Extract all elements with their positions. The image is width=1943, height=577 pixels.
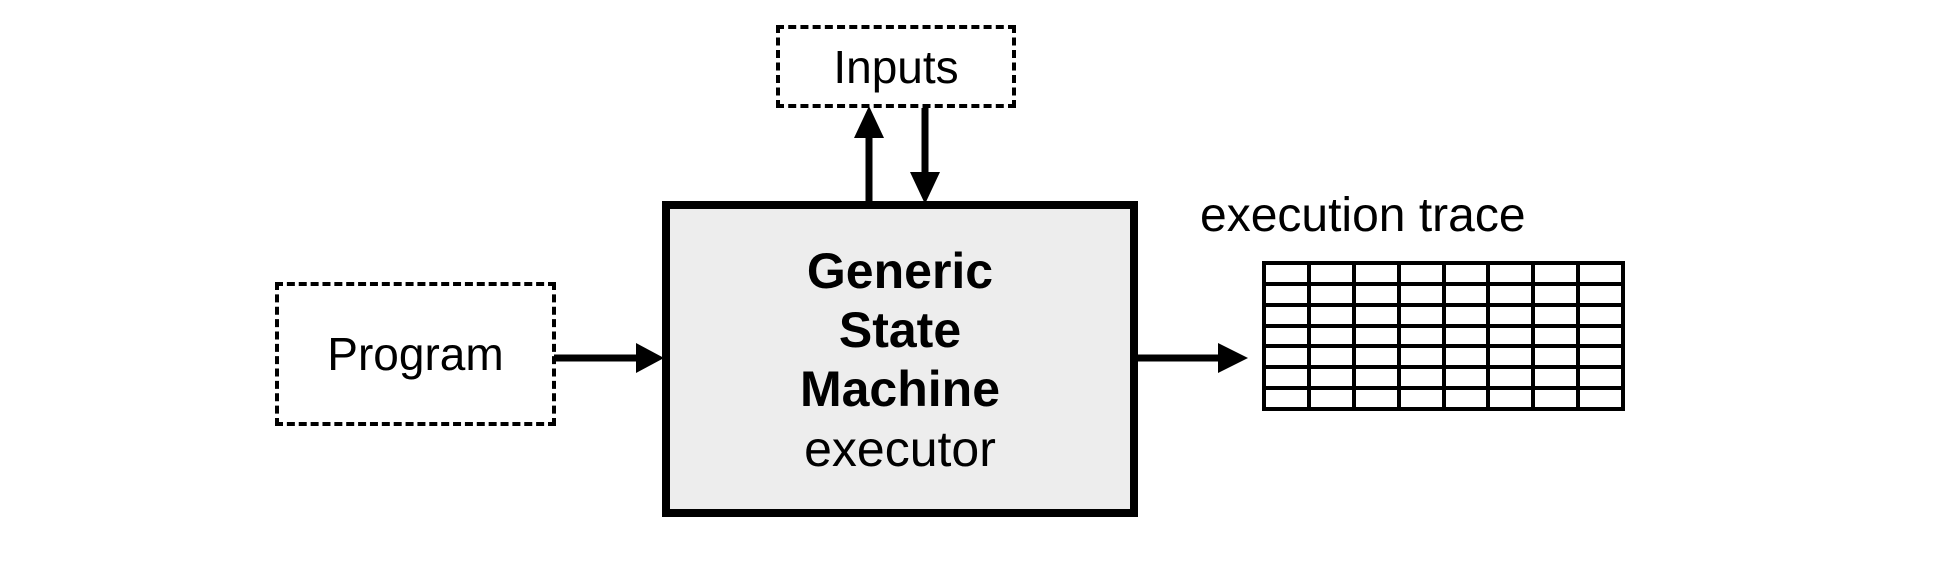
execution-trace-cell <box>1580 348 1625 370</box>
execution-trace-cell <box>1355 327 1401 349</box>
execution-trace-cell <box>1535 306 1581 328</box>
execution-trace-cell <box>1490 285 1536 307</box>
generic-state-machine-executor-node[interactable]: Generic State Machine executor <box>662 201 1138 517</box>
execution-trace-cell <box>1400 285 1446 307</box>
execution-trace-cell <box>1266 285 1311 307</box>
execution-trace-cell <box>1266 390 1311 411</box>
execution-trace-cell <box>1310 369 1356 391</box>
execution-trace-cell <box>1310 327 1356 349</box>
execution-trace-cell <box>1445 348 1491 370</box>
execution-trace-cell <box>1400 306 1446 328</box>
execution-trace-cell <box>1355 369 1401 391</box>
execution-trace-cell <box>1535 348 1581 370</box>
executor-line-1: Generic <box>806 243 994 299</box>
execution-trace-cell <box>1445 285 1491 307</box>
execution-trace-cell <box>1445 369 1491 391</box>
program-node[interactable]: Program <box>275 282 556 426</box>
executor-line-2: State <box>838 302 962 358</box>
execution-trace-cell <box>1310 306 1356 328</box>
execution-trace-cell <box>1445 327 1491 349</box>
program-label: Program <box>327 328 504 380</box>
execution-trace-cell <box>1445 306 1491 328</box>
executor-line-4: executor <box>804 421 996 477</box>
execution-trace-cell <box>1490 327 1536 349</box>
execution-trace-cell <box>1266 369 1311 391</box>
execution-trace-cell <box>1355 285 1401 307</box>
execution-trace-cell <box>1580 327 1625 349</box>
inputs-node[interactable]: Inputs <box>776 25 1016 108</box>
execution-trace-cell <box>1490 306 1536 328</box>
execution-trace-cell <box>1400 327 1446 349</box>
execution-trace-cell <box>1535 369 1581 391</box>
execution-trace-cell <box>1535 265 1581 286</box>
execution-trace-cell <box>1580 265 1625 286</box>
execution-trace-cell <box>1535 390 1581 411</box>
execution-trace-cell <box>1355 306 1401 328</box>
execution-trace-cell <box>1266 265 1311 286</box>
program-to-executor-arrow <box>554 343 664 373</box>
execution-trace-cell <box>1310 285 1356 307</box>
execution-trace-cell <box>1355 390 1401 411</box>
execution-trace-cell <box>1400 348 1446 370</box>
inputs-to-executor-arrow <box>910 108 940 204</box>
execution-trace-cell <box>1355 348 1401 370</box>
execution-trace-cell <box>1445 265 1491 286</box>
execution-trace-cell <box>1445 390 1491 411</box>
execution-trace-cell <box>1535 285 1581 307</box>
executor-line-3: Machine <box>799 361 1001 417</box>
execution-trace-cell <box>1490 390 1536 411</box>
execution-trace-cell <box>1490 265 1536 286</box>
inputs-label: Inputs <box>833 40 959 93</box>
execution-trace-grid[interactable] <box>1262 261 1625 411</box>
execution-trace-cell <box>1266 306 1311 328</box>
execution-trace-cell <box>1400 265 1446 286</box>
execution-trace-cell <box>1266 327 1311 349</box>
execution-trace-cell <box>1580 369 1625 391</box>
execution-trace-cell <box>1535 327 1581 349</box>
execution-trace-cell <box>1400 369 1446 391</box>
execution-trace-cell <box>1310 348 1356 370</box>
execution-trace-cell <box>1310 265 1356 286</box>
execution-trace-cell <box>1490 369 1536 391</box>
execution-trace-label: execution trace <box>1200 189 1526 242</box>
execution-trace-cell <box>1580 306 1625 328</box>
execution-trace-cell <box>1580 390 1625 411</box>
execution-trace-cell <box>1580 285 1625 307</box>
execution-trace-cell <box>1400 390 1446 411</box>
execution-trace-cell <box>1266 348 1311 370</box>
executor-to-execution-trace-arrow <box>1138 343 1248 373</box>
execution-trace-cell <box>1310 390 1356 411</box>
execution-trace-cell <box>1355 265 1401 286</box>
executor-to-inputs-arrow <box>854 106 884 206</box>
execution-trace-cell <box>1490 348 1536 370</box>
